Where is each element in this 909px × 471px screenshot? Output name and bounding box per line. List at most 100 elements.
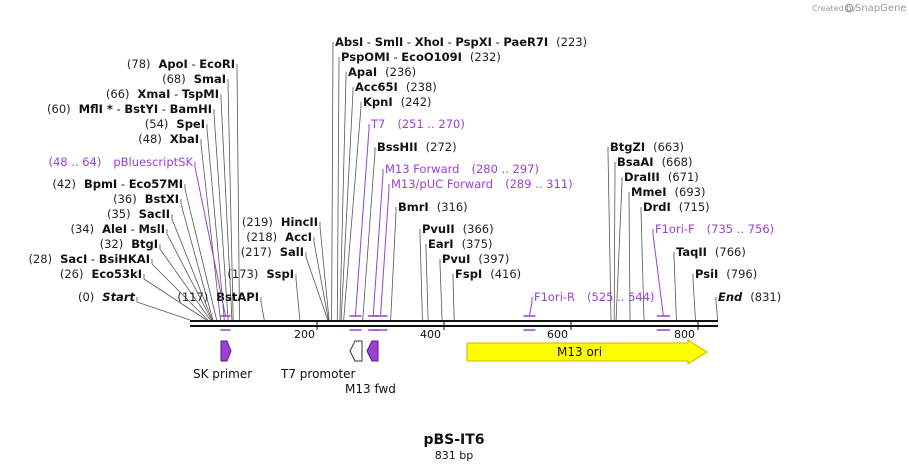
primer-range: (251 .. 270) — [397, 117, 465, 131]
enzyme-name: KpnI — [363, 95, 393, 109]
tick-label: 600 — [547, 328, 568, 341]
enzyme-site[interactable]: HincII(219) — [242, 215, 330, 321]
enzyme-position-label: (663) — [653, 140, 684, 154]
enzyme-position-label: (375) — [462, 237, 493, 251]
enzyme-leader-line — [171, 214, 213, 321]
enzyme-position-label: (32) — [100, 237, 124, 251]
enzyme-leader-line — [159, 244, 211, 321]
enzyme-site[interactable]: PspOMI - EcoO109I(232) — [336, 50, 501, 321]
enzyme-site[interactable]: PvuII(366) — [419, 222, 494, 321]
enzyme-site[interactable]: BstAPI(117) — [177, 290, 265, 321]
enzyme-site[interactable]: ApaI(236) — [339, 65, 416, 321]
primer-leader-line — [372, 169, 384, 317]
primer-leader-line — [528, 297, 533, 317]
enzyme-position-label: (416) — [490, 267, 521, 281]
enzyme-site[interactable]: SspI(173) — [227, 267, 301, 321]
primer-site[interactable]: T7(251 .. 270) — [349, 117, 465, 331]
enzyme-site[interactable]: PsiI(796) — [692, 267, 757, 321]
enzyme-name-label: KpnI — [363, 95, 393, 109]
enzyme-name-label: SspI — [266, 267, 294, 281]
primer-site[interactable]: M13 Forward(280 .. 297) — [367, 162, 539, 331]
enzyme-leader-line — [425, 244, 429, 321]
enzyme-site[interactable]: BpmI - Eco57MI(42) — [52, 177, 218, 321]
enzyme-site[interactable]: End(831) — [715, 290, 781, 321]
enzyme-site[interactable]: SacII(35) — [107, 207, 213, 321]
enzyme-site[interactable]: XbaI(48) — [138, 132, 221, 321]
primer-name: F1ori-F — [655, 222, 695, 236]
primer-leader-line — [652, 229, 664, 317]
enzyme-site[interactable]: AleI - MslI(34) — [70, 222, 212, 321]
feature-label: T7 promoter — [280, 367, 356, 381]
enzyme-position-label: (766) — [715, 245, 746, 259]
enzyme-name-label: XmaI - TspMI — [138, 87, 219, 101]
enzyme-name: XhoI — [415, 35, 444, 49]
enzyme-site[interactable]: KpnI(242) — [343, 95, 432, 321]
enzyme-site[interactable]: SmaI(68) — [162, 72, 234, 321]
enzyme-name: SmaI — [194, 72, 226, 86]
primer-site[interactable]: pBluescriptSK(48 .. 64) — [48, 155, 231, 331]
enzyme-site[interactable]: ApoI - EcoRI(78) — [127, 57, 240, 321]
enzyme-name-label: SacII — [139, 207, 170, 221]
enzyme-site[interactable]: BsaAI(668) — [613, 155, 693, 321]
enzyme-site[interactable]: BssHII(272) — [362, 140, 457, 321]
enzyme-name-label: HincII — [281, 215, 318, 229]
enzyme-site[interactable]: XmaI - TspMI (66) — [106, 87, 233, 321]
enzyme-site[interactable]: BstXI(36) — [113, 192, 214, 321]
enzyme-position-label: (218) — [246, 230, 277, 244]
enzyme-site[interactable]: DraIII(671) — [615, 170, 699, 321]
primer-leader-line — [354, 124, 370, 317]
enzyme-site[interactable]: BtgZI (663) — [607, 140, 684, 321]
enzyme-site[interactable]: SacI - BsiHKAI(28) — [29, 252, 209, 321]
feature-sk-primer[interactable]: SK primer — [193, 340, 252, 381]
enzyme-name-label: BpmI - Eco57MI — [84, 177, 183, 191]
enzyme-leader-line — [607, 147, 612, 321]
enzyme-name-label: BsaAI — [617, 155, 654, 169]
enzyme-name: EarI — [428, 237, 454, 251]
enzyme-name: DraIII — [624, 170, 660, 184]
enzyme-position-label: (48) — [138, 132, 162, 146]
enzyme-name-label: PvuI — [442, 252, 470, 266]
enzyme-site[interactable]: MflI * - BstYI - BamHI(60) — [47, 102, 229, 321]
primer-site[interactable]: M13/pUC Forward(289 .. 311) — [373, 177, 573, 331]
enzyme-site[interactable]: TaqII(766) — [673, 245, 746, 321]
feature-t7-promoter[interactable]: T7 promoter — [280, 340, 363, 381]
map-length: 831 bp — [435, 449, 473, 462]
enzyme-name: SpeI — [176, 117, 205, 131]
enzyme-name: PaeR7I — [503, 35, 548, 49]
enzyme-site[interactable]: MmeI(693) — [628, 185, 705, 321]
enzyme-site[interactable]: BtgI (32) — [100, 237, 211, 321]
enzyme-name: BsiHKAI — [99, 252, 150, 266]
enzyme-site[interactable]: Eco53kI(26) — [60, 267, 207, 321]
enzyme-name-label: Acc65I — [355, 80, 398, 94]
enzyme-site[interactable]: AccI(218) — [246, 230, 329, 321]
enzyme-position-label: (831) — [750, 290, 781, 304]
brand-created-by: Created by — [812, 4, 856, 13]
enzyme-name: BtgI — [131, 237, 158, 251]
enzyme-site[interactable]: DrdI(715) — [640, 200, 710, 321]
enzyme-leader-line — [336, 57, 340, 321]
enzyme-name: TspMI — [182, 87, 219, 101]
enzyme-site[interactable]: AbsI - SmlI - XhoI - PspXI - PaeR7I(223) — [331, 35, 587, 321]
enzyme-site[interactable]: Start(0) — [78, 290, 191, 321]
enzyme-position-label: (28) — [29, 252, 53, 266]
enzyme-site[interactable]: BmrI(316) — [390, 200, 468, 321]
enzyme-site[interactable]: EarI (375) — [425, 237, 493, 321]
enzyme-site[interactable]: Acc65I(238) — [340, 80, 437, 321]
enzyme-position-label: (0) — [78, 290, 94, 304]
feature-m13-ori[interactable]: M13 ori — [466, 339, 708, 365]
enzyme-name-label: EarI — [428, 237, 454, 251]
primer-site[interactable]: F1ori-R(525 .. 544) — [523, 290, 655, 331]
tick-label: 800 — [674, 328, 695, 341]
feature-m13-fwd[interactable]: M13 fwd — [345, 340, 396, 396]
enzyme-position-label: (66) — [106, 87, 130, 101]
enzyme-name: BpmI — [84, 177, 117, 191]
primer-site[interactable]: F1ori-F(735 .. 756) — [652, 222, 774, 331]
enzyme-name: BtgZI — [610, 140, 645, 154]
enzyme-site[interactable]: FspI(416) — [452, 267, 521, 321]
enzyme-site[interactable]: PvuI(397) — [439, 252, 509, 321]
enzyme-leader-line — [613, 162, 616, 321]
enzyme-name: BstXI — [145, 192, 179, 206]
enzyme-site[interactable]: SalI(217) — [241, 245, 329, 321]
enzyme-name-label: MmeI — [631, 185, 667, 199]
enzyme-site[interactable]: SpeI(54) — [145, 117, 225, 321]
